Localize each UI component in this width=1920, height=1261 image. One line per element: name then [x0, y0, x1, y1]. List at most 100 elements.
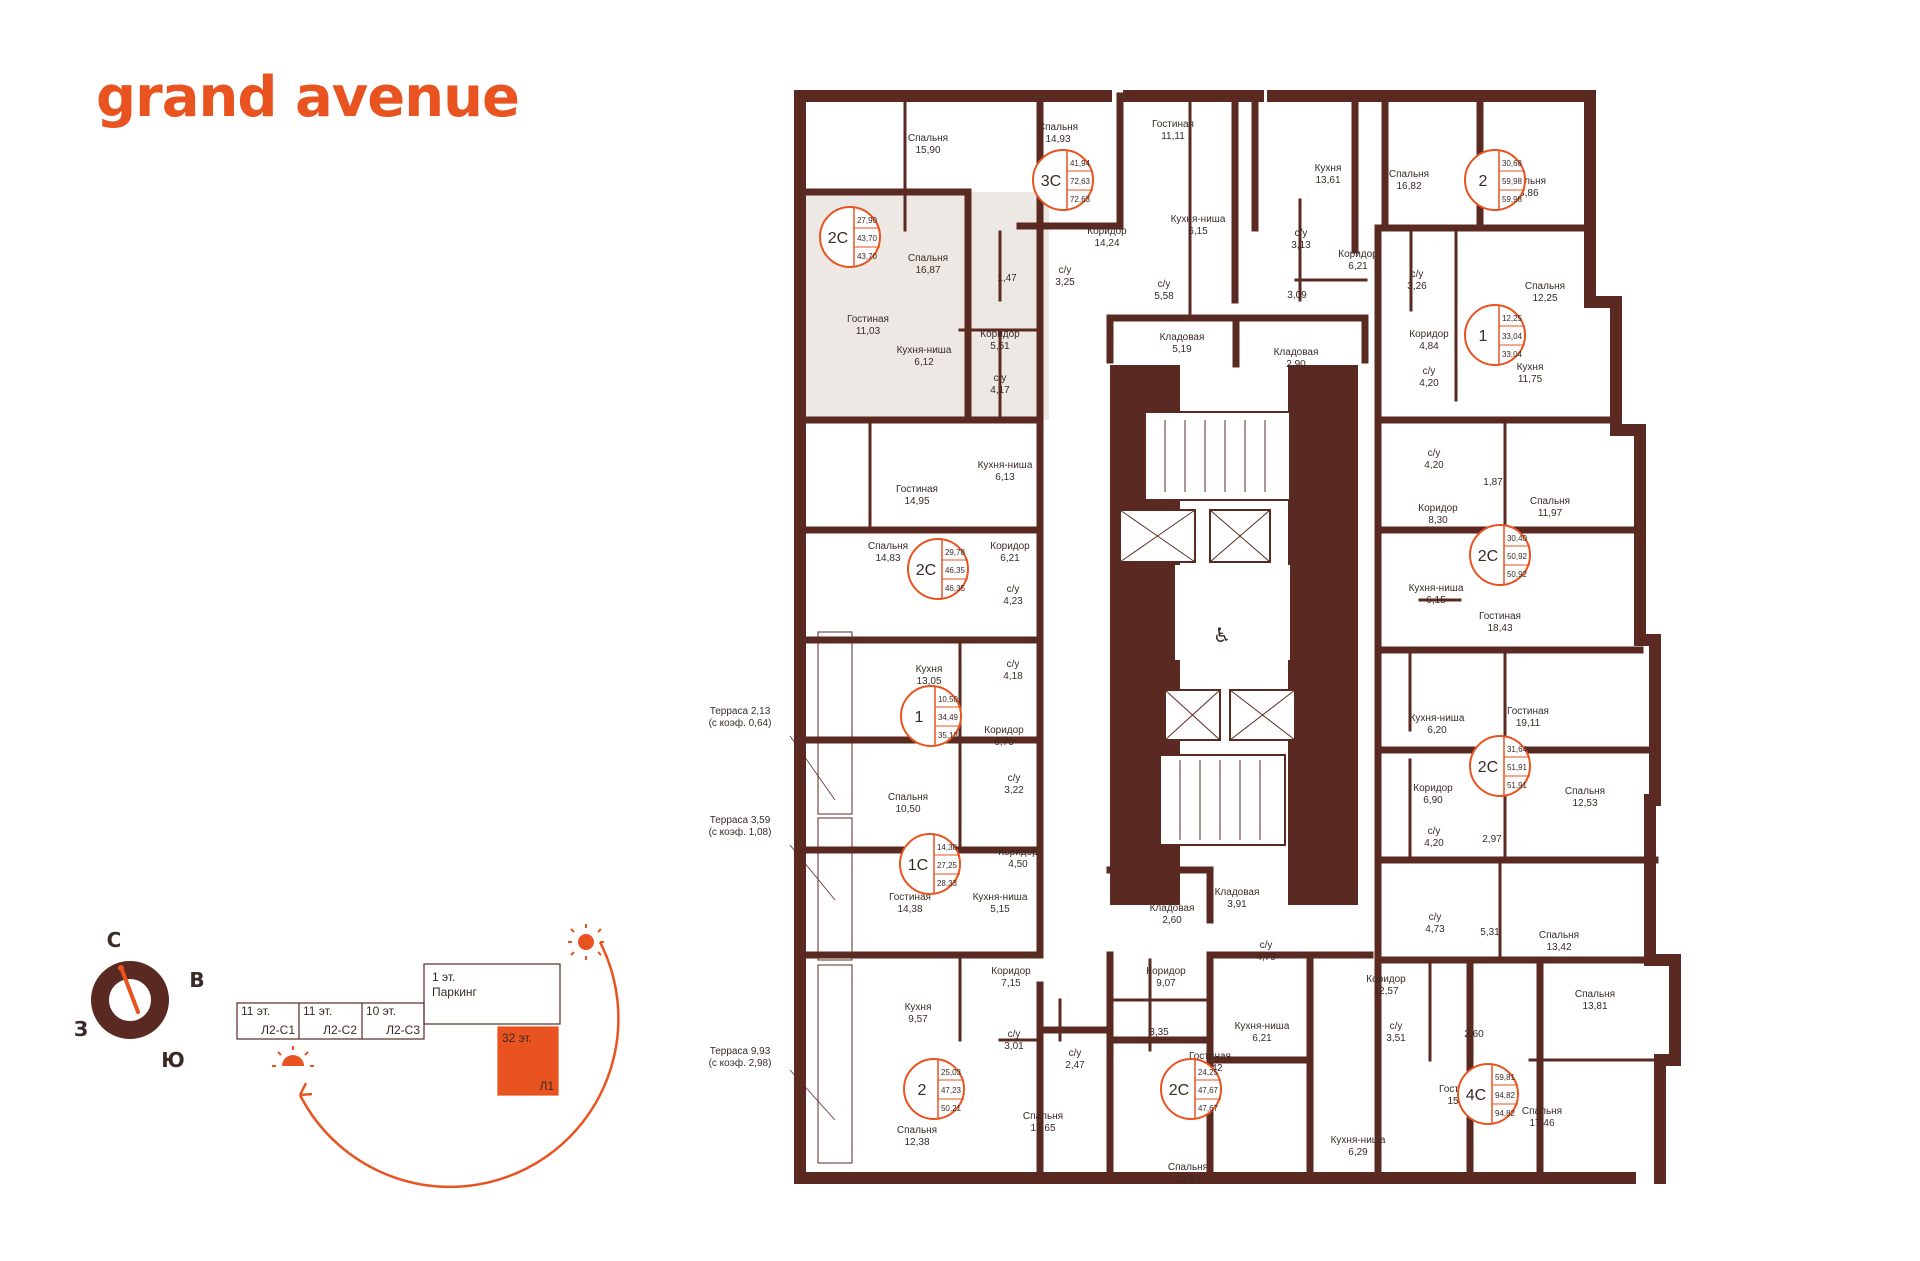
room-name: Спальня	[908, 133, 948, 144]
room-name: Спальня	[908, 253, 948, 264]
room-name: Кухня-ниша	[1409, 583, 1464, 594]
room-name: Гостиная	[896, 484, 938, 495]
minimap-section-code: Л2-С3	[386, 1023, 420, 1037]
living-area: 12,25	[1502, 314, 1523, 323]
apartment-type: 1С	[908, 857, 928, 874]
terrace-coef: (с коэф. 1,08)	[709, 826, 772, 838]
room-name: Спальня	[888, 792, 928, 803]
living-area: 24,25	[1198, 1068, 1219, 1077]
apartment-badges: 3С41,9472,6372,63230,6859,9859,982С27,90…	[819, 149, 1531, 1125]
room-name: Гостиная	[1507, 706, 1549, 717]
terrace-area: Терраса 9,93	[710, 1046, 771, 1057]
terrace-leaders	[789, 735, 836, 1121]
area-with-balcony: 50,92	[1507, 570, 1528, 579]
room-name: Коридор	[984, 725, 1024, 736]
total-area: 72,63	[1070, 177, 1091, 186]
area-with-balcony: 33,04	[1502, 350, 1523, 359]
room-name: Коридор	[1409, 329, 1449, 340]
room-name: Кухня-ниша	[978, 460, 1033, 471]
room-area: 5,51	[990, 341, 1010, 352]
room-name: с/у	[1260, 940, 1273, 951]
room-area: 3,25	[1055, 277, 1075, 288]
minimap-tower-floors: 32 эт.	[502, 1031, 532, 1045]
area-with-balcony: 72,63	[1070, 195, 1091, 204]
room-name: Коридор	[991, 966, 1031, 977]
room-area: 3,91	[1227, 899, 1247, 910]
room-area: 4,20	[1424, 460, 1444, 471]
room-label: с/у2,47	[1065, 1048, 1085, 1071]
room-label: с/у4,20	[1424, 826, 1444, 849]
room-name: Кухня-ниша	[1235, 1021, 1290, 1032]
room-name: Коридор	[998, 847, 1038, 858]
apartment-type: 2С	[916, 562, 936, 579]
room-area: 19,11	[1516, 718, 1541, 729]
room-name: с/у	[1411, 269, 1424, 280]
room-name: Спальня	[1168, 1162, 1208, 1173]
area-with-balcony: 43,70	[857, 252, 878, 261]
minimap-section-floors: 11 эт.	[241, 1004, 270, 1018]
total-area: 59,98	[1502, 177, 1523, 186]
apartment-type: 2	[918, 1082, 927, 1099]
room-label: с/у3,25	[1055, 265, 1075, 288]
room-area: 12,38	[904, 1137, 929, 1148]
room-name: Кладовая	[1160, 332, 1205, 343]
room-name: Спальня	[1539, 930, 1579, 941]
area-with-balcony: 35,13	[938, 731, 959, 740]
room-area: 1,47	[997, 273, 1017, 284]
total-area: 94,82	[1495, 1091, 1516, 1100]
living-area: 25,03	[941, 1068, 962, 1077]
room-name: с/у	[1295, 228, 1308, 239]
room-area: 6,20	[1427, 725, 1447, 736]
room-label: с/у4,18	[1003, 659, 1023, 682]
tower-l1-highlight[interactable]	[497, 1026, 559, 1096]
living-area: 30,68	[1502, 159, 1523, 168]
total-area: 47,23	[941, 1086, 962, 1095]
living-area: 27,90	[857, 216, 878, 225]
room-area: 6,29	[1348, 1147, 1368, 1158]
living-area: 41,94	[1070, 159, 1091, 168]
total-area: 51,91	[1507, 763, 1528, 772]
compass-south: Ю	[161, 1048, 184, 1072]
room-area: 4,79	[1256, 952, 1276, 963]
terrace-area: Терраса 3,59	[710, 815, 771, 826]
apartment-type: 1	[1479, 328, 1488, 345]
minimap-parking-floor: 1 эт.	[432, 970, 455, 984]
room-label: 5,31	[1480, 927, 1500, 938]
room-area: 6,21	[1348, 261, 1368, 272]
building-core	[1110, 365, 1358, 905]
apartment-type: 2С	[828, 230, 848, 247]
room-name: Спальня	[1525, 281, 1565, 292]
room-area: 14,95	[904, 496, 929, 507]
room-name: Коридор	[1087, 226, 1127, 237]
room-area: 18,43	[1487, 623, 1512, 634]
